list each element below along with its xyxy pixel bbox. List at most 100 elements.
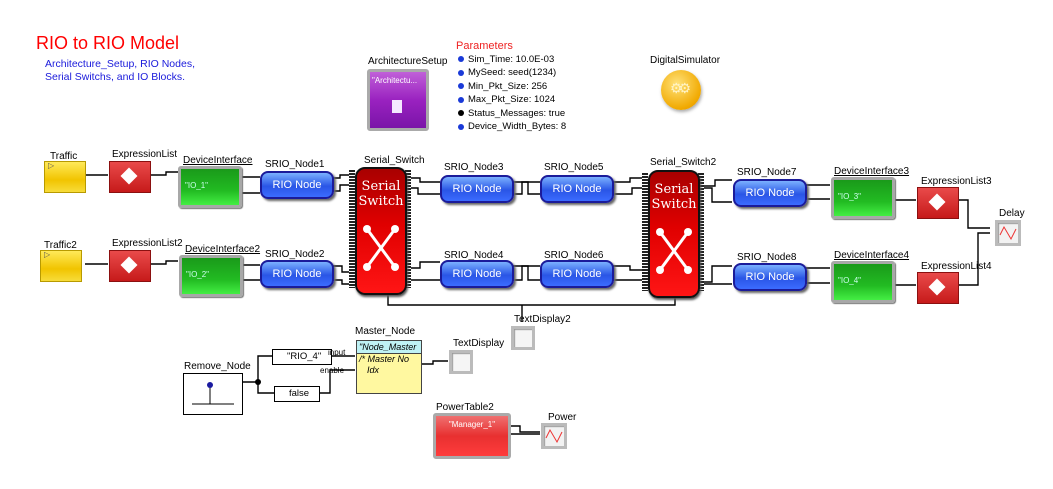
parameter-item[interactable]: Device_Width_Bytes: 8	[458, 120, 566, 133]
parameter-item[interactable]: Status_Messages: true	[458, 107, 566, 120]
srio-node7-label: SRIO_Node7	[737, 167, 797, 178]
serial-switch-text2: Switch	[358, 194, 404, 209]
parameter-item[interactable]: Sim_Time: 10.0E-03	[458, 53, 566, 66]
wire	[700, 187, 732, 203]
wire	[332, 279, 352, 285]
delay-block[interactable]	[995, 220, 1021, 246]
wire	[315, 369, 355, 394]
master-node-header: "Node_Master	[357, 341, 421, 354]
bullet-icon	[458, 123, 464, 130]
wire	[700, 179, 732, 187]
wire	[612, 265, 648, 271]
serial-switch-text1: Serial	[361, 179, 401, 194]
deviceinterface3-label: DeviceInterface3	[834, 166, 910, 177]
expressionlist4-block[interactable]	[917, 272, 959, 304]
switch-ports-right	[405, 170, 411, 288]
traffic2-block[interactable]: ▷	[40, 250, 82, 282]
expressionlist-block[interactable]	[109, 161, 151, 193]
master-node-block[interactable]: "Node_Master /* Master No Idx	[356, 340, 422, 394]
srio-node3-block[interactable]: RIO Node	[440, 175, 514, 203]
digital-simulator-label: DigitalSimulator	[650, 55, 721, 66]
powertable2-value: "Manager_1"	[448, 420, 496, 429]
traffic2-label: Traffic2	[44, 240, 77, 251]
deviceinterface-block[interactable]: "IO_1"	[178, 166, 242, 208]
wire	[958, 232, 990, 286]
gears-icon: ⚙⚙	[670, 80, 691, 96]
wire	[513, 265, 540, 281]
bullet-icon	[458, 69, 464, 76]
srio-node1-label: SRIO_Node1	[265, 159, 325, 170]
deviceinterface3-block[interactable]: "IO_3"	[831, 177, 895, 219]
remove-node-label: Remove_Node	[184, 361, 251, 372]
deviceinterface2-block[interactable]: "IO_2"	[179, 255, 243, 297]
parameter-item[interactable]: Min_Pkt_Size: 256	[458, 80, 566, 93]
textdisplay2-block[interactable]	[511, 326, 535, 350]
bullet-icon	[458, 96, 464, 103]
subtitle-line2: Serial Switchs, and IO Blocks.	[45, 71, 186, 83]
bullet-icon	[458, 110, 464, 117]
srio-node7-block[interactable]: RIO Node	[733, 179, 807, 207]
wire	[510, 425, 540, 433]
wire	[332, 174, 352, 179]
wire	[257, 382, 274, 394]
srio-node6-block[interactable]: RIO Node	[540, 260, 614, 288]
architecture-setup-label: ArchitectureSetup	[368, 56, 448, 67]
wire	[332, 265, 352, 273]
port-input-label: input	[328, 348, 346, 357]
srio-node4-block[interactable]: RIO Node	[440, 260, 514, 288]
parameter-item[interactable]: MySeed: seed(1234)	[458, 66, 566, 79]
textdisplay-block[interactable]	[449, 350, 473, 374]
expressionlist2-block[interactable]	[109, 250, 151, 282]
digital-simulator-block[interactable]: ⚙⚙	[661, 70, 701, 110]
wire	[958, 199, 990, 229]
srio-node1-block[interactable]: RIO Node	[260, 171, 334, 199]
wire	[612, 177, 648, 183]
diamond-icon	[120, 167, 138, 185]
traffic-block[interactable]: ▷	[44, 161, 86, 193]
serial-switch2-text1: Serial	[654, 182, 694, 197]
const-rio4-block[interactable]: "RIO_4"	[272, 349, 333, 365]
deviceinterface4-block[interactable]: "IO_4"	[831, 261, 895, 303]
expressionlist3-label: ExpressionList3	[921, 176, 992, 187]
deviceinterface4-label: DeviceInterface4	[834, 250, 910, 261]
master-node-label: Master_Node	[355, 326, 416, 337]
parameter-item[interactable]: Max_Pkt_Size: 1024	[458, 93, 566, 106]
wire	[150, 260, 178, 265]
wire	[387, 290, 676, 306]
diamond-icon	[928, 278, 946, 296]
powertable2-block[interactable]: "Manager_1"	[433, 413, 511, 459]
delay-label: Delay	[999, 208, 1025, 219]
srio-node2-block[interactable]: RIO Node	[260, 260, 334, 288]
architecture-setup-block[interactable]: "Architectu...	[367, 69, 429, 131]
srio-node6-label: SRIO_Node6	[544, 250, 604, 261]
wire	[513, 265, 540, 281]
master-node-body1: /* Master No	[359, 354, 410, 364]
remove-node-block[interactable]	[183, 373, 243, 415]
srio-node8-label: SRIO_Node8	[737, 252, 797, 263]
serial-switch2-text2: Switch	[651, 197, 697, 212]
expressionlist2-label: ExpressionList2	[112, 238, 183, 249]
power-label: Power	[548, 412, 577, 423]
play-icon: ▷	[48, 161, 55, 170]
expressionlist3-block[interactable]	[917, 187, 959, 219]
master-node-body2: Idx	[367, 365, 380, 375]
textdisplay2-label: TextDisplay2	[514, 314, 571, 325]
wire	[240, 355, 272, 383]
wire	[405, 187, 440, 195]
srio-node8-block[interactable]: RIO Node	[733, 263, 807, 291]
parameters-list: Sim_Time: 10.0E-03 MySeed: seed(1234) Mi…	[458, 53, 566, 133]
wire	[405, 261, 440, 269]
const-false-block[interactable]: false	[274, 386, 321, 402]
srio-node5-block[interactable]: RIO Node	[540, 175, 614, 203]
power-block[interactable]	[541, 423, 567, 449]
diamond-icon	[928, 193, 946, 211]
textdisplay-label: TextDisplay	[453, 338, 505, 349]
switch-ports-left	[349, 170, 355, 288]
subtitle-line1: Architecture_Setup, RIO Nodes,	[45, 58, 195, 70]
wire	[150, 171, 178, 176]
wire	[405, 177, 440, 183]
deviceinterface2-label: DeviceInterface2	[185, 244, 261, 255]
